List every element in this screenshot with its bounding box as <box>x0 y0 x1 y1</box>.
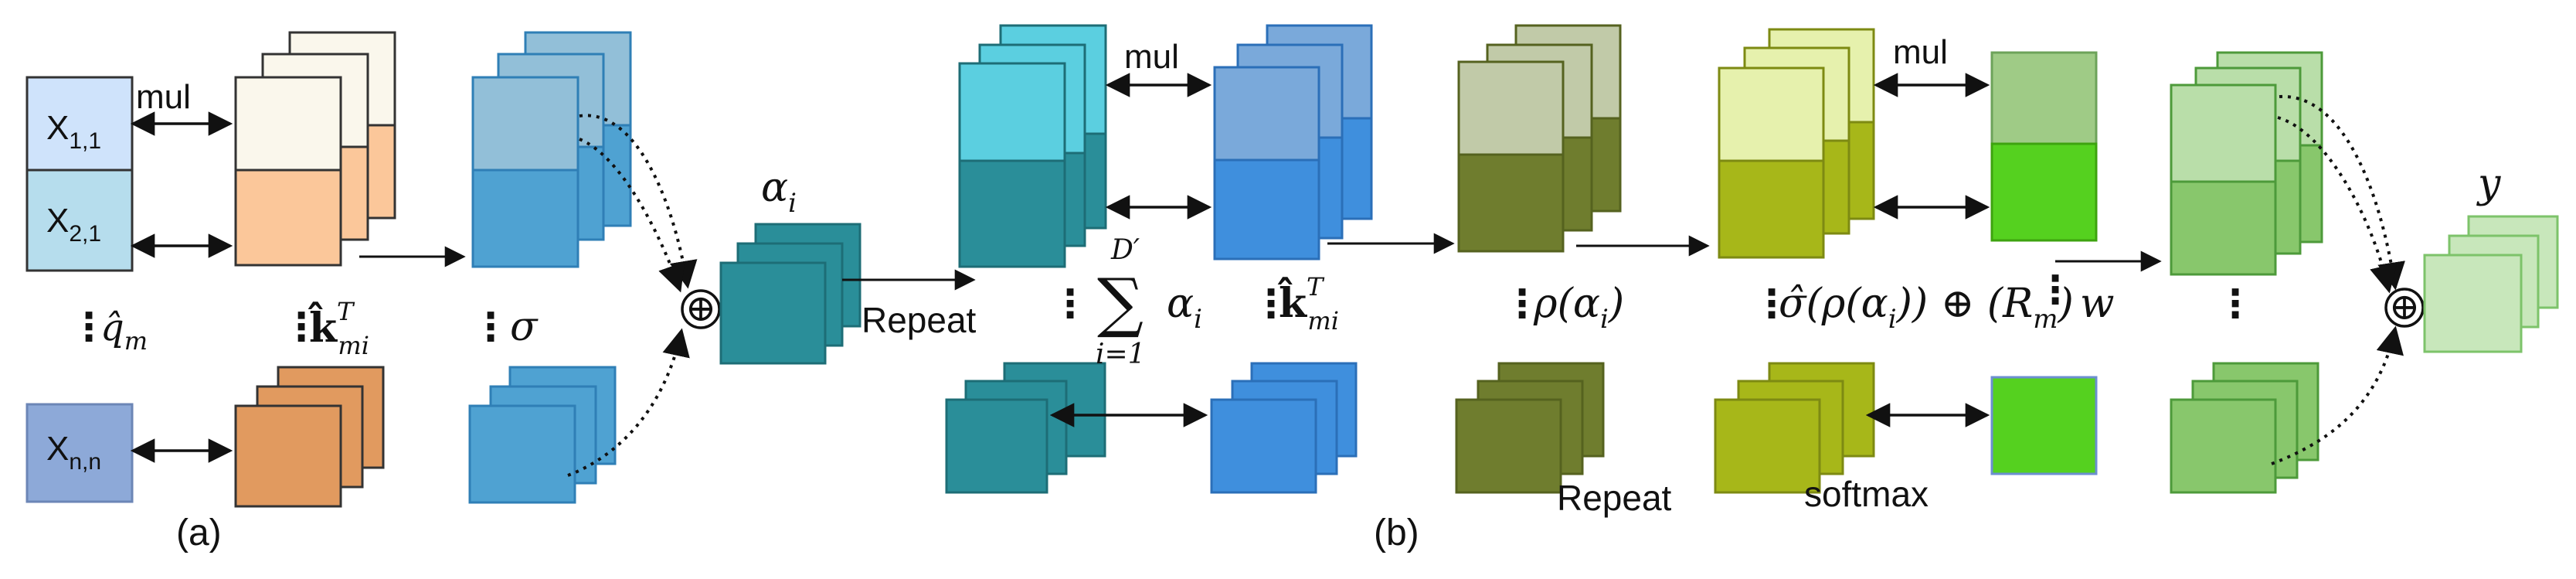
mul-label-a: mul <box>136 78 191 116</box>
rho-stack-top <box>1457 24 1622 253</box>
sum-sup: D′ <box>1110 234 1140 266</box>
sum-term: αi <box>1167 281 1202 335</box>
caption-b: (b) <box>1374 513 1419 553</box>
sigma-b-label: σ̂(ρ(αi)) ⊕ (Rm) <box>1779 281 2074 335</box>
vdots-b1: ⋮ <box>1051 281 1089 326</box>
repeat-label-1: Repeat <box>861 300 977 340</box>
y-stack <box>2423 215 2559 353</box>
rho-stack-bottom <box>1455 362 1605 494</box>
vdots-a1: ⋮ <box>70 305 108 349</box>
dotted-arrow-3 <box>567 328 690 477</box>
rho-label: ρ(αi) <box>1533 281 1624 335</box>
svg-text:⊕: ⊕ <box>2389 285 2420 329</box>
vdots-b6: ⋮ <box>2216 281 2255 326</box>
key-stack-bottom <box>234 366 385 508</box>
sigma-b-stack-top <box>1718 28 1875 259</box>
vdots-a3: ⋮ <box>471 305 510 349</box>
sum-symbol: ∑ <box>1097 264 1144 340</box>
query-cell-2 <box>25 169 134 272</box>
vdots-a2: ⋮ <box>282 305 321 349</box>
softmax-label: softmax <box>1804 474 1929 514</box>
vdots-b4: ⋮ <box>1752 281 1791 326</box>
vdots-b5: ⋮ <box>2036 267 2075 312</box>
query-cell-n <box>25 403 134 503</box>
dotted-arrow-6 <box>2271 325 2404 465</box>
caption-a: (a) <box>176 513 222 553</box>
svg-text:Xn,n: Xn,n <box>46 430 101 475</box>
sigma-stack-bottom <box>468 366 617 504</box>
plus-circle-a <box>681 289 721 329</box>
q-hat-label: q̂m <box>100 306 148 356</box>
w-label: w <box>2080 281 2115 327</box>
alpha-stack <box>719 223 861 365</box>
sigma-label: σ <box>510 304 539 350</box>
svg-text:X1,1: X1,1 <box>46 109 101 154</box>
green-cell-bottom <box>1990 376 2098 475</box>
query-cell-1 <box>25 76 134 172</box>
green-cell-mid <box>1990 142 2098 242</box>
alpha-repeat-stack-top <box>958 24 1107 268</box>
center-merge: ⊕ αi Repeat <box>681 165 977 365</box>
sum-sub: i=1 <box>1096 339 1146 370</box>
mul-label-b1: mul <box>1124 38 1179 76</box>
y-label: y <box>2476 161 2501 207</box>
svg-text:X2,1: X2,1 <box>46 202 101 247</box>
vdots-b3: ⋮ <box>1503 281 1541 326</box>
plus-circle-b <box>2384 288 2425 328</box>
w-stack-bottom <box>2170 362 2319 494</box>
alpha-repeat-stack-bottom <box>945 362 1106 494</box>
key-stack-b-bottom <box>1210 362 1358 494</box>
vdots-b2: ⋮ <box>1252 281 1290 326</box>
key-stack-b-top <box>1213 24 1373 261</box>
repeat-label-2: Repeat <box>1557 478 1672 518</box>
w-stack-top <box>2170 51 2323 276</box>
alpha-label: αi <box>761 165 797 219</box>
svg-text:⊕: ⊕ <box>685 287 716 330</box>
mul-label-b2: mul <box>1893 33 1948 71</box>
sigma-b-stack-bottom <box>1714 362 1875 494</box>
sigma-stack-top <box>471 31 632 268</box>
green-cell-top <box>1990 51 2098 145</box>
key-stack-top <box>234 31 396 267</box>
dotted-arrow-5 <box>2277 116 2398 294</box>
